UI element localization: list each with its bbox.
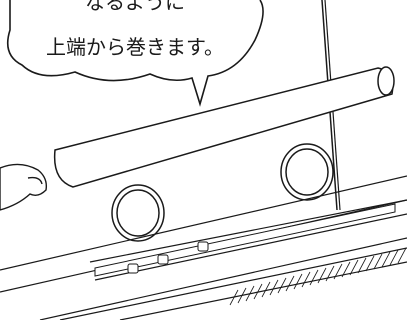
needles xyxy=(229,247,407,306)
knobs xyxy=(127,241,209,274)
ring-supports xyxy=(111,143,334,242)
speech-bubble xyxy=(6,0,264,107)
caption-line-1: なるように xyxy=(85,0,185,14)
ruler xyxy=(94,203,396,277)
roller-tube xyxy=(53,66,395,188)
hand xyxy=(0,163,48,211)
caption-line-2: 上端から巻きます。 xyxy=(46,35,224,59)
